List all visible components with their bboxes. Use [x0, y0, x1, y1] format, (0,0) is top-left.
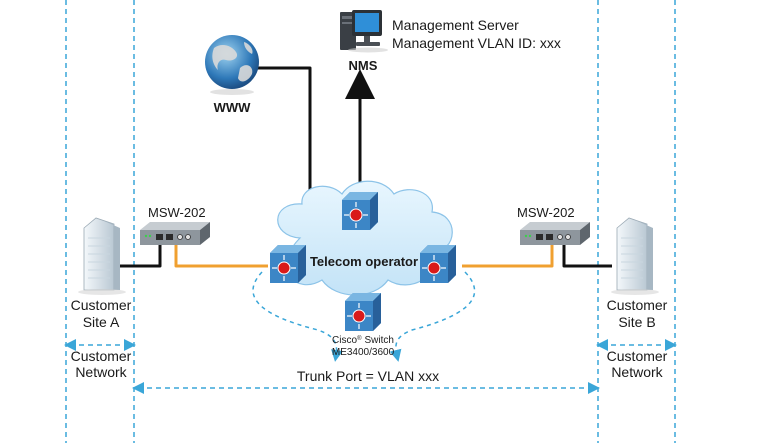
- copper-cable-site-a: [120, 245, 162, 268]
- site-a-label-line1: Customer: [71, 297, 132, 313]
- management-server-label: Management Server: [392, 17, 519, 33]
- trunk-curve-right: [389, 271, 476, 362]
- management-vlan-label: Management VLAN ID: xxx: [392, 35, 561, 51]
- building-icon-site-b: [611, 217, 659, 295]
- cisco-switch-model-label: ME3400/3600: [332, 347, 395, 358]
- site-a-label-line2: Site A: [83, 314, 120, 330]
- cisco-switch-label-line1: Cisco®Switch: [332, 335, 394, 346]
- customer-network-left-line1: Customer: [71, 348, 132, 364]
- globe-icon: [205, 35, 259, 95]
- switch-left: [270, 245, 306, 283]
- msw-right-label: MSW-202: [517, 205, 575, 220]
- cisco-word: Cisco: [332, 335, 357, 346]
- msw-left-label: MSW-202: [148, 205, 206, 220]
- cisco-reg-mark: ®: [357, 335, 362, 342]
- site-b-label-line1: Customer: [607, 297, 668, 313]
- copper-cable-site-b: [562, 243, 612, 268]
- trunk-curve-left: [252, 271, 343, 362]
- media-converter-right: [520, 222, 590, 245]
- fiber-cable-right: [462, 243, 554, 268]
- computer-icon: [340, 10, 388, 53]
- cisco-switch-word: Switch: [364, 335, 393, 346]
- switch-top: [342, 192, 378, 230]
- www-label: WWW: [214, 100, 252, 115]
- span-arrows: [64, 339, 677, 394]
- switch-right: [420, 245, 456, 283]
- customer-network-right-line2: Network: [611, 364, 663, 380]
- site-b-label-line2: Site B: [618, 314, 655, 330]
- switch-bottom-cisco: [345, 293, 381, 331]
- telecom-operator-label: Telecom operator: [310, 254, 418, 269]
- fiber-cable-left: [174, 245, 268, 268]
- customer-network-left-line2: Network: [75, 364, 127, 380]
- building-icon-site-a: [78, 217, 126, 295]
- www-uplink: [238, 66, 350, 210]
- telecom-cloud: Telecom operator: [277, 180, 453, 296]
- customer-network-right-line1: Customer: [607, 348, 668, 364]
- media-converter-left: [140, 222, 210, 245]
- trunk-port-label: Trunk Port = VLAN xxx: [297, 368, 439, 384]
- boundary-lines: [65, 0, 676, 443]
- trunk-curves: [252, 271, 476, 362]
- nms-label: NMS: [349, 58, 378, 73]
